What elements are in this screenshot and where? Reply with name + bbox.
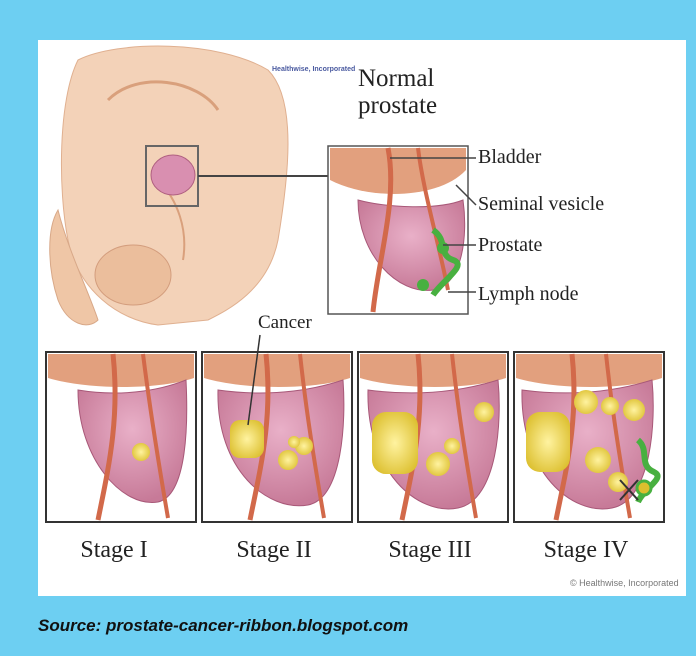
stage-3-label: Stage III [354,537,506,564]
figure-panel: Healthwise, Incorporated Normal prostate… [38,40,686,596]
stage-panel-4 [514,352,664,522]
tumor [132,443,150,461]
stage-panel-3 [358,352,508,522]
source-caption: Source: prostate-cancer-ribbon.blogspot.… [38,616,408,636]
prostate-label: Prostate [478,234,542,257]
stage-2-label: Stage II [198,537,350,564]
tumor [372,412,418,474]
copyright-credit: © Healthwise, Incorporated [570,578,679,588]
stage-4-label: Stage IV [510,537,662,564]
body-silhouette [50,46,288,325]
top-credit-text: Healthwise, Incorporated [272,66,355,73]
seminal-vesicle-label: Seminal vesicle [478,193,604,216]
tumor [526,412,570,472]
normal-prostate-inset [328,146,468,314]
bladder-label: Bladder [478,146,541,169]
stage-panel-1 [46,352,196,522]
stage-1-label: Stage I [38,537,190,564]
stage-panel-2 [202,335,352,522]
tumor [230,420,264,458]
normal-prostate-title: Normal prostate [358,65,437,119]
cancer-label: Cancer [258,312,312,334]
prostate-stages-diagram [38,40,686,596]
normal-prostate-title-text: Normal prostate [358,65,437,119]
lymph-node-label: Lymph node [478,283,579,306]
